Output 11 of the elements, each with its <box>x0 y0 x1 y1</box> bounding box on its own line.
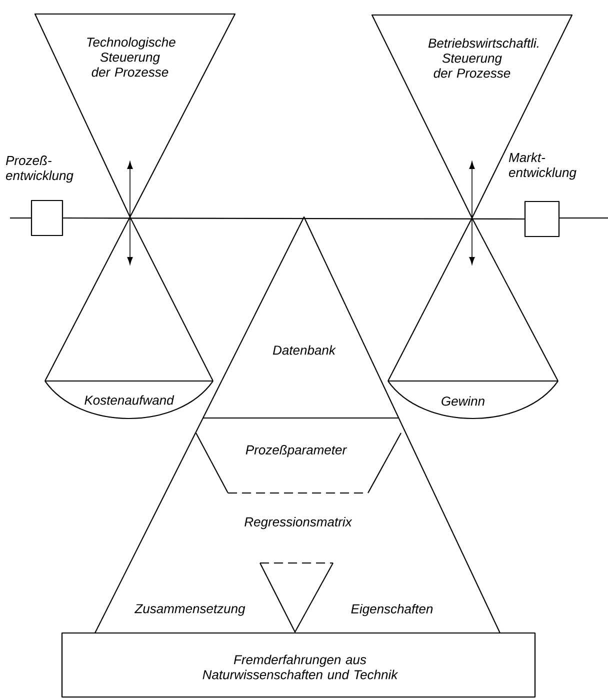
inverted-triangle <box>260 562 334 633</box>
slider-box <box>524 200 560 238</box>
pan-hanger <box>44 216 214 382</box>
scale-pan: Gewinn <box>388 380 558 419</box>
beam-line <box>63 217 524 220</box>
scale-pan: Kostenaufwand <box>44 380 214 419</box>
slider-box <box>30 200 64 236</box>
base-box: Fremderfahrungen aus Naturwissenschaften und Technik <box>61 632 536 698</box>
side-label: Prozeß- entwicklung <box>6 156 74 183</box>
parameter-trapezoid: Prozeßparameter <box>196 432 402 494</box>
pan-hanger <box>387 217 559 382</box>
